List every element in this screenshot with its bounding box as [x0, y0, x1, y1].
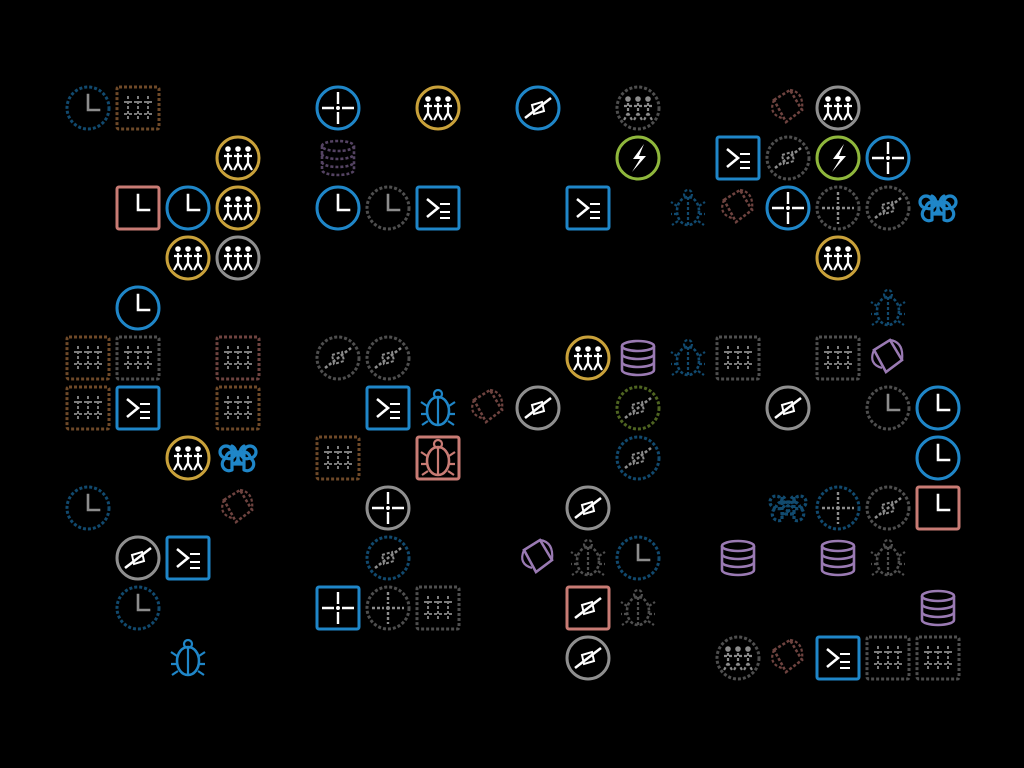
lightning-icon: [815, 135, 861, 181]
bug-icon: [870, 288, 906, 327]
crosshair-icon: [365, 585, 411, 631]
clock-icon: [115, 185, 161, 231]
clock-icon: [365, 185, 411, 231]
people-icon: [565, 335, 611, 381]
scroll-icon: [771, 638, 804, 674]
network-icon: [65, 385, 111, 431]
crosshair-icon: [765, 185, 811, 231]
command-icon: [918, 194, 958, 223]
people-icon: [215, 235, 261, 281]
clock-icon: [115, 285, 161, 331]
database-icon: [820, 539, 856, 577]
compass-icon: [365, 535, 411, 581]
terminal-icon: [715, 135, 761, 181]
scroll-icon: [221, 488, 254, 524]
clock-icon: [65, 485, 111, 531]
terminal-icon: [415, 185, 461, 231]
clock-icon: [915, 385, 961, 431]
bug-icon: [415, 435, 461, 481]
people-icon: [615, 85, 661, 131]
database-icon: [920, 589, 956, 627]
terminal-icon: [115, 385, 161, 431]
terminal-icon: [365, 385, 411, 431]
database-icon: [320, 139, 356, 177]
scroll-icon: [871, 338, 904, 374]
compass-icon: [365, 335, 411, 381]
crosshair-icon: [315, 85, 361, 131]
network-icon: [215, 385, 261, 431]
network-icon: [65, 335, 111, 381]
crosshair-icon: [815, 185, 861, 231]
database-icon: [720, 539, 756, 577]
command-icon: [218, 444, 258, 473]
network-icon: [115, 335, 161, 381]
network-icon: [315, 435, 361, 481]
people-icon: [215, 135, 261, 181]
compass-icon: [315, 335, 361, 381]
compass-icon: [115, 535, 161, 581]
bug-icon: [170, 638, 206, 677]
network-icon: [115, 85, 161, 131]
scroll-icon: [771, 88, 804, 124]
bug-icon: [670, 338, 706, 377]
people-icon: [715, 635, 761, 681]
crosshair-icon: [315, 585, 361, 631]
clock-icon: [615, 535, 661, 581]
bug-icon: [620, 588, 656, 627]
terminal-icon: [565, 185, 611, 231]
compass-icon: [865, 185, 911, 231]
compass-icon: [615, 385, 661, 431]
clock-icon: [315, 185, 361, 231]
database-icon: [620, 339, 656, 377]
people-icon: [815, 85, 861, 131]
terminal-icon: [815, 635, 861, 681]
bug-icon: [870, 538, 906, 577]
compass-icon: [765, 135, 811, 181]
compass-icon: [615, 435, 661, 481]
command-icon: [768, 494, 808, 523]
bug-icon: [570, 538, 606, 577]
clock-icon: [915, 435, 961, 481]
network-icon: [415, 585, 461, 631]
compass-icon: [515, 85, 561, 131]
clock-icon: [165, 185, 211, 231]
network-icon: [815, 335, 861, 381]
clock-icon: [865, 385, 911, 431]
bug-icon: [670, 188, 706, 227]
compass-icon: [565, 585, 611, 631]
clock-icon: [115, 585, 161, 631]
clock-icon: [65, 85, 111, 131]
network-icon: [865, 635, 911, 681]
bug-icon: [420, 388, 456, 427]
scroll-icon: [471, 388, 504, 424]
lightning-icon: [615, 135, 661, 181]
people-icon: [815, 235, 861, 281]
scroll-icon: [721, 188, 754, 224]
people-icon: [415, 85, 461, 131]
compass-icon: [565, 485, 611, 531]
people-icon: [165, 235, 211, 281]
crosshair-icon: [865, 135, 911, 181]
crosshair-icon: [815, 485, 861, 531]
compass-icon: [515, 385, 561, 431]
people-icon: [215, 185, 261, 231]
clock-icon: [915, 485, 961, 531]
network-icon: [215, 335, 261, 381]
compass-icon: [865, 485, 911, 531]
crosshair-icon: [365, 485, 411, 531]
compass-icon: [765, 385, 811, 431]
scroll-icon: [521, 538, 554, 574]
people-icon: [165, 435, 211, 481]
compass-icon: [565, 635, 611, 681]
network-icon: [715, 335, 761, 381]
terminal-icon: [165, 535, 211, 581]
network-icon: [915, 635, 961, 681]
